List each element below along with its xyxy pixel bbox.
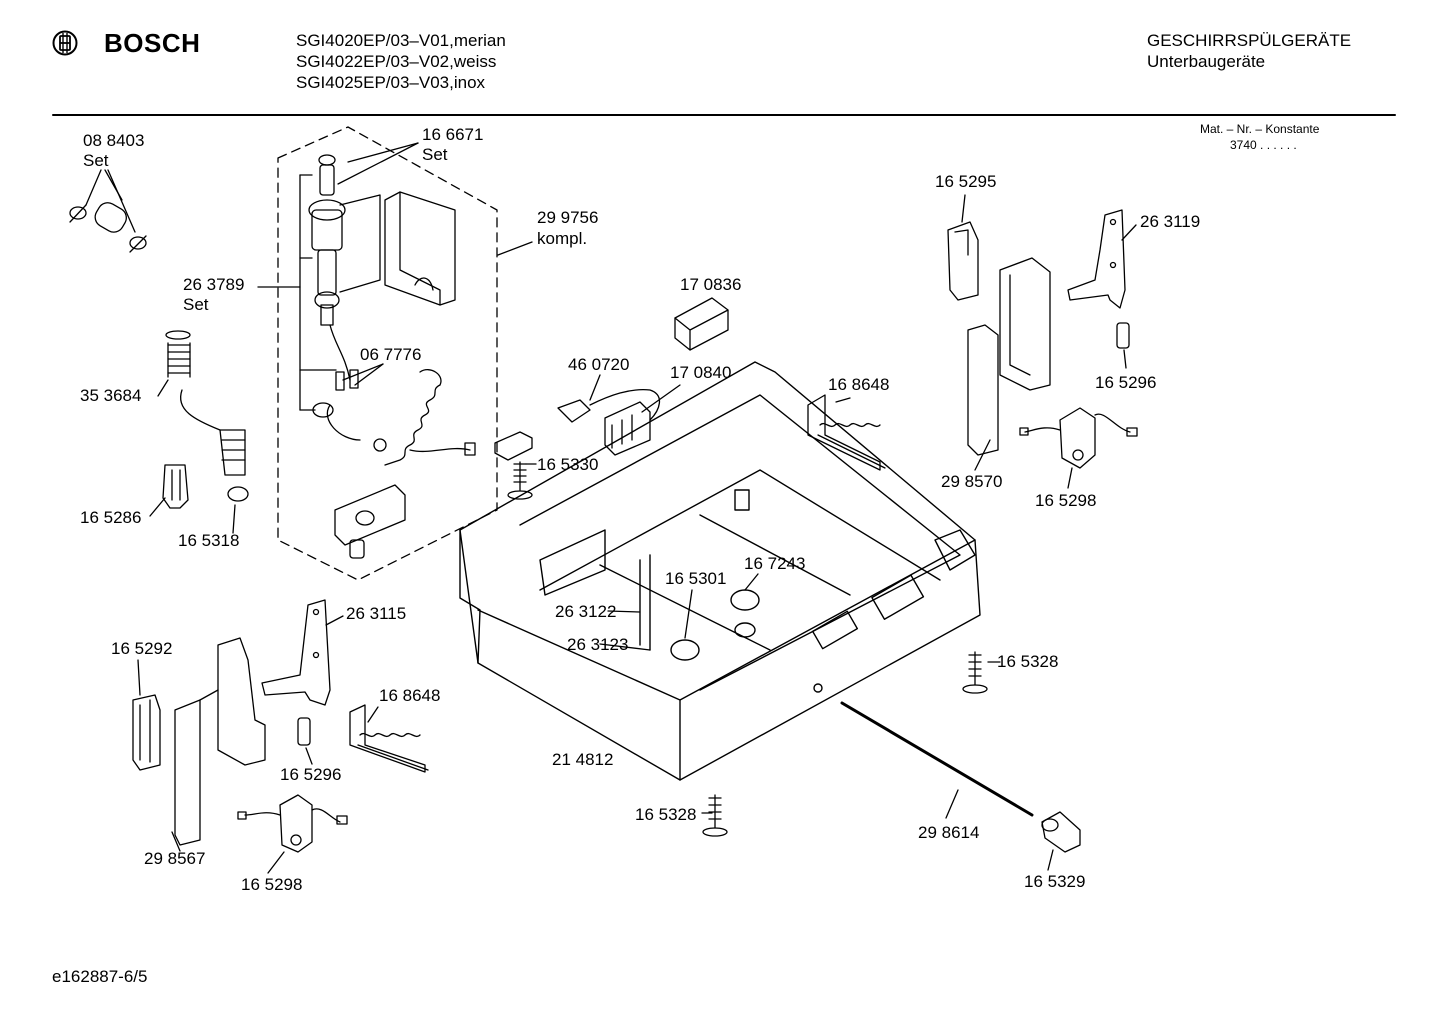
model-line-2: SGI4022EP/03–V02,weiss bbox=[296, 52, 497, 71]
label-26-3122: 26 3122 bbox=[555, 602, 617, 621]
screw-part-bottom bbox=[702, 794, 728, 837]
spring-part bbox=[165, 330, 191, 378]
subcategory-title: Unterbaugeräte bbox=[1147, 52, 1266, 71]
label-06-7776: 06 7776 bbox=[360, 345, 422, 364]
label-16-5328-right: 16 5328 bbox=[997, 652, 1059, 671]
label-29-8567: 29 8567 bbox=[144, 849, 206, 868]
spring-bracket-top-part bbox=[807, 394, 886, 471]
label-26-3789-set: Set bbox=[183, 295, 209, 314]
label-29-9756: 29 9756 bbox=[537, 208, 599, 227]
rod-part bbox=[840, 701, 1034, 817]
label-17-0840: 17 0840 bbox=[670, 363, 732, 382]
label-26-3115: 26 3115 bbox=[346, 604, 407, 623]
corrugated-hose-part bbox=[219, 429, 249, 502]
mat-nr-value: 3740 . . . . . . bbox=[1230, 138, 1297, 152]
label-16-5286: 16 5286 bbox=[80, 508, 142, 527]
inlet-housing-part bbox=[384, 191, 456, 306]
label-16-5301: 16 5301 bbox=[665, 569, 727, 588]
document-code: e162887-6/5 bbox=[52, 967, 148, 986]
mat-nr-label: Mat. – Nr. – Konstante bbox=[1200, 122, 1320, 136]
label-26-3119: 26 3119 bbox=[1140, 212, 1201, 231]
screw-part-top bbox=[507, 461, 533, 500]
part-17-0840 bbox=[604, 401, 651, 456]
label-16-7243: 16 7243 bbox=[744, 554, 806, 573]
leader-lines bbox=[85, 142, 1137, 874]
inlet-bracket-part bbox=[334, 484, 406, 559]
clip-right-16-5296-part bbox=[1116, 322, 1130, 349]
model-line-1: SGI4020EP/03–V01,merian bbox=[296, 31, 506, 50]
label-46-0720: 46 0720 bbox=[568, 355, 630, 374]
part-16-5330 bbox=[494, 431, 533, 461]
part-17-0836 bbox=[674, 297, 729, 351]
label-17-0836: 17 0836 bbox=[680, 275, 742, 294]
label-16-6671-set: Set bbox=[422, 145, 448, 164]
label-16-5330: 16 5330 bbox=[537, 455, 599, 474]
motor-right-16-5298-part bbox=[1019, 407, 1138, 469]
spring-bracket-left-part bbox=[349, 704, 429, 773]
label-16-5296-right: 16 5296 bbox=[1095, 373, 1157, 392]
label-16-8648-top: 16 8648 bbox=[828, 375, 890, 394]
assembly-dashed-outline bbox=[277, 126, 498, 581]
screw-part-right bbox=[962, 651, 988, 694]
inlet-wiring-part bbox=[312, 324, 361, 441]
connector-hose-line bbox=[179, 389, 221, 431]
bracket-16-5292-part bbox=[132, 694, 161, 771]
bracket-29-8570-part bbox=[967, 257, 1051, 456]
label-29-9756-kompl: kompl. bbox=[537, 229, 588, 248]
brand-name: BOSCH bbox=[104, 28, 201, 58]
base-tub-part bbox=[459, 361, 981, 781]
label-29-8614: 29 8614 bbox=[918, 823, 980, 842]
label-16-5295: 16 5295 bbox=[935, 172, 997, 191]
category-title: GESCHIRRSPÜLGERÄTE bbox=[1147, 31, 1352, 50]
label-08-8403: 08 8403 bbox=[83, 131, 145, 150]
label-29-8570: 29 8570 bbox=[941, 472, 1003, 491]
bracket-16-5295-part bbox=[947, 221, 979, 301]
label-16-5292: 16 5292 bbox=[111, 639, 173, 658]
label-35-3684: 35 3684 bbox=[80, 386, 142, 405]
label-08-8403-set: Set bbox=[83, 151, 109, 170]
label-16-6671: 16 6671 bbox=[422, 125, 484, 144]
label-16-5298-right: 16 5298 bbox=[1035, 491, 1097, 510]
bracket-26-3119-part bbox=[1067, 209, 1126, 309]
clip-left-16-5296-part bbox=[297, 717, 311, 746]
label-16-5298-left: 16 5298 bbox=[241, 875, 303, 894]
motor-left-16-5298-part bbox=[237, 794, 348, 853]
label-26-3123: 26 3123 bbox=[567, 635, 629, 654]
bosch-logo-icon bbox=[52, 30, 78, 56]
label-26-3789: 26 3789 bbox=[183, 275, 245, 294]
bracket-29-8567-part bbox=[174, 637, 266, 846]
model-line-3: SGI4025EP/03–V03,inox bbox=[296, 73, 486, 92]
inlet-hose-coil-part bbox=[373, 369, 476, 466]
label-21-4812: 21 4812 bbox=[552, 750, 614, 769]
clip-16-5286-part bbox=[162, 464, 189, 509]
label-16-5329: 16 5329 bbox=[1024, 872, 1086, 891]
inlet-valve-part bbox=[308, 154, 381, 326]
foot-part bbox=[1041, 811, 1081, 853]
label-16-5318: 16 5318 bbox=[178, 531, 240, 550]
label-16-5296-left: 16 5296 bbox=[280, 765, 342, 784]
clamp-set-part bbox=[69, 202, 147, 253]
bracket-26-3115-part bbox=[261, 599, 331, 706]
label-16-8648-left: 16 8648 bbox=[379, 686, 441, 705]
part-46-0720 bbox=[557, 389, 661, 423]
label-16-5328-bottom: 16 5328 bbox=[635, 805, 697, 824]
